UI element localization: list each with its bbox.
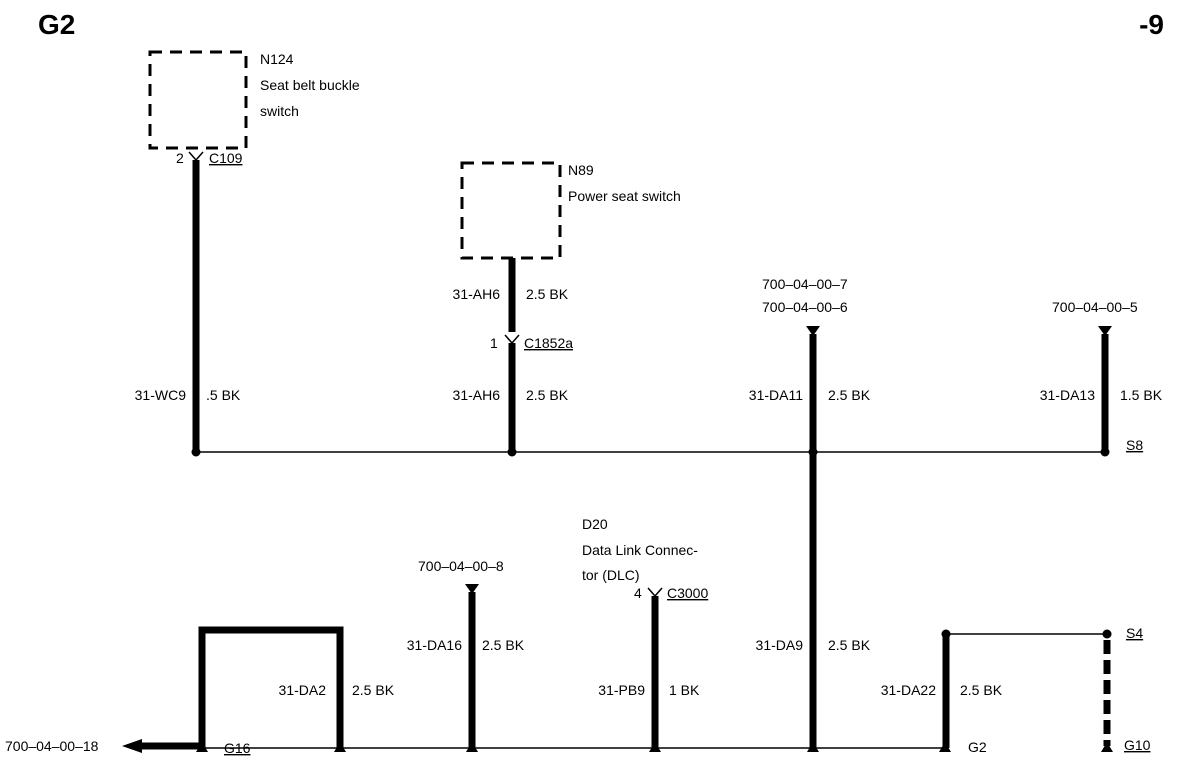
c1852a-connector-label: C1852a — [524, 335, 573, 351]
da2-circuit: 31-DA2 — [279, 682, 327, 698]
da13-offpage-arrow — [1098, 326, 1112, 336]
c3000-connector-symbol — [647, 587, 663, 598]
da11-spec: 2.5 BK — [828, 387, 871, 403]
d20-id: D20 — [582, 516, 608, 532]
da11-ref-1: 700–04–00–7 — [762, 276, 848, 292]
c3000-connector-label: C3000 — [667, 585, 708, 601]
ah6-lower-circuit: 31-AH6 — [453, 387, 501, 403]
s8-node-da13 — [1100, 447, 1110, 457]
da16-offpage-arrow — [465, 584, 479, 594]
c109-connector-label: C109 — [209, 150, 243, 166]
n124-name-line1: Seat belt buckle — [260, 77, 360, 93]
pb9-circuit: 31-PB9 — [598, 682, 645, 698]
g16-ground-label: G16 — [224, 740, 251, 756]
n124-id: N124 — [260, 51, 294, 67]
da16-spec: 2.5 BK — [482, 637, 525, 653]
d20-name-line1: Data Link Connec- — [582, 542, 698, 558]
da2-spec: 2.5 BK — [352, 682, 395, 698]
s8-node-wc9 — [191, 447, 201, 457]
g10-ground-label: G10 — [1124, 737, 1151, 753]
d20-name-line2: tor (DLC) — [582, 567, 640, 583]
wc9-circuit: 31-WC9 — [135, 387, 187, 403]
page-title: G2 — [38, 9, 75, 40]
da13-spec: 1.5 BK — [1120, 387, 1163, 403]
da13-circuit: 31-DA13 — [1040, 387, 1095, 403]
page-number: -9 — [1139, 9, 1164, 40]
da11-offpage-arrow — [806, 326, 820, 336]
da16-ground-node — [466, 742, 478, 752]
n89-id: N89 — [568, 162, 594, 178]
n89-name: Power seat switch — [568, 188, 681, 204]
d20-pin: 4 — [634, 585, 642, 601]
ah6-upper-spec: 2.5 BK — [526, 286, 569, 302]
c109-connector-symbol — [188, 151, 204, 162]
c1852a-connector-symbol — [504, 334, 520, 345]
da22-spec: 2.5 BK — [960, 682, 1003, 698]
wire-31-da2 — [198, 626, 344, 748]
da11-ref-2: 700–04–00–6 — [762, 299, 848, 315]
pb9-spec: 1 BK — [669, 682, 700, 698]
n124-name-line2: switch — [260, 103, 299, 119]
da16-circuit: 31-DA16 — [407, 637, 462, 653]
da16-ref: 700–04–00–8 — [418, 558, 504, 574]
offpage-left-ref: 700–04–00–18 — [5, 738, 99, 754]
splice-s4-label: S4 — [1126, 625, 1143, 641]
n124-pin: 2 — [176, 150, 184, 166]
da2-ground-node — [334, 742, 346, 752]
da9-circuit: 31-DA9 — [756, 637, 804, 653]
g10-ground-symbol — [1101, 742, 1113, 752]
s4-node-right — [1102, 629, 1112, 639]
wc9-spec: .5 BK — [206, 387, 241, 403]
seat-belt-switch-box — [148, 50, 248, 150]
g16-ground-symbol — [196, 742, 208, 752]
s8-node-ah6 — [507, 447, 517, 457]
pb9-ground-node — [649, 742, 661, 752]
da9-spec: 2.5 BK — [828, 637, 871, 653]
splice-s8-label: S8 — [1126, 437, 1143, 453]
offpage-left-arrow — [122, 739, 142, 753]
power-seat-switch-box — [460, 161, 562, 260]
da22-circuit: 31-DA22 — [881, 682, 936, 698]
c1852a-pin: 1 — [490, 335, 498, 351]
da9-ground-node — [807, 742, 819, 752]
g2-ground-label: G2 — [968, 739, 987, 755]
ah6-lower-spec: 2.5 BK — [526, 387, 569, 403]
da13-ref: 700–04–00–5 — [1052, 299, 1138, 315]
ah6-upper-circuit: 31-AH6 — [453, 286, 501, 302]
da11-circuit: 31-DA11 — [749, 387, 803, 403]
